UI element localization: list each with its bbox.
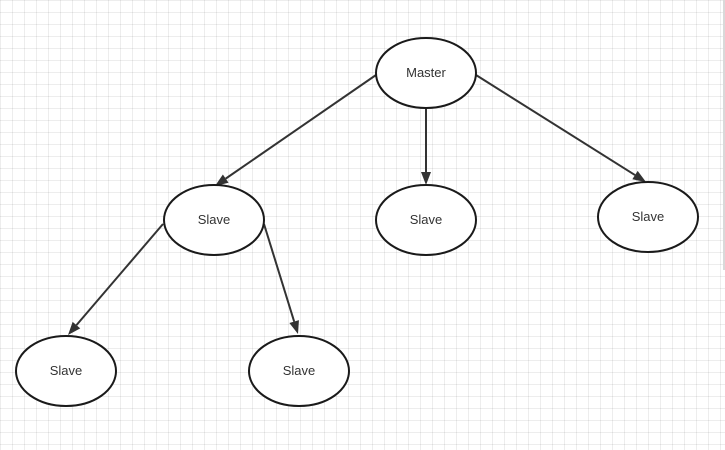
slave-1-ellipse: [163, 184, 265, 256]
slave-2-label: Slave: [410, 212, 443, 227]
edge-master-to-slave1: [225, 74, 377, 180]
canvas-edge-divider: [723, 0, 725, 270]
node-slave-3[interactable]: Slave: [597, 181, 699, 253]
node-slave-4[interactable]: Slave: [15, 335, 117, 407]
edge-slave1-to-slave5: [263, 223, 296, 322]
edges-layer: [68, 74, 646, 335]
node-slave-1[interactable]: Slave: [163, 184, 265, 256]
slave-2-ellipse: [375, 184, 477, 256]
master-label: Master: [406, 65, 446, 80]
edge-master-to-slave3: [475, 74, 636, 176]
slave-5-ellipse: [248, 335, 350, 407]
slave-1-label: Slave: [198, 212, 231, 227]
arrowhead-master-to-slave1: [215, 174, 229, 186]
slave-4-ellipse: [15, 335, 117, 407]
slave-3-ellipse: [597, 181, 699, 253]
nodes-layer: Master Slave Slave Slave Slave Slave: [15, 37, 699, 407]
slave-5-label: Slave: [283, 363, 316, 378]
node-master[interactable]: Master: [375, 37, 477, 109]
edge-slave1-to-slave4: [75, 223, 164, 326]
arrowhead-master-to-slave2: [421, 172, 431, 185]
arrowhead-slave1-to-slave4: [68, 321, 81, 335]
arrowhead-master-to-slave3: [632, 170, 646, 182]
node-slave-5[interactable]: Slave: [248, 335, 350, 407]
slave-4-label: Slave: [50, 363, 83, 378]
node-slave-2[interactable]: Slave: [375, 184, 477, 256]
slave-3-label: Slave: [632, 209, 665, 224]
master-ellipse: [375, 37, 477, 109]
arrowhead-slave1-to-slave5: [289, 320, 299, 334]
